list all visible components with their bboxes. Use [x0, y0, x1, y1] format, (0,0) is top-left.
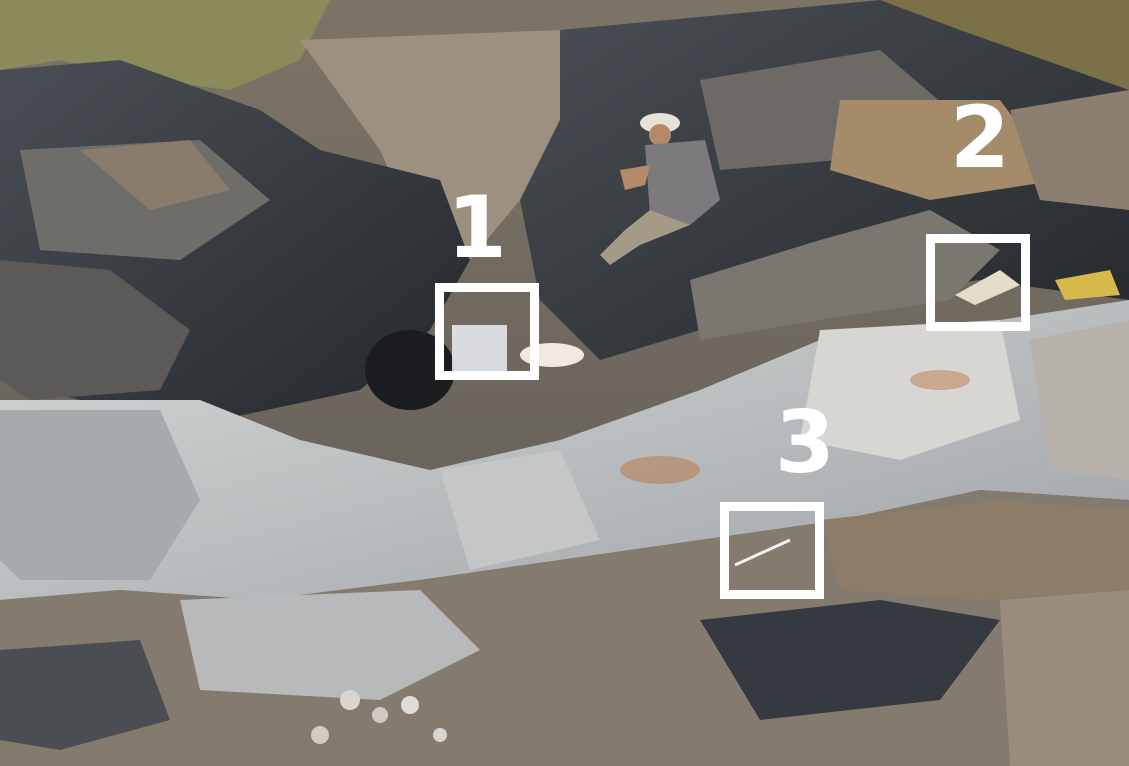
rock-block [80, 140, 230, 210]
pebble [401, 696, 419, 714]
vegetation [0, 0, 330, 90]
rock-block [820, 500, 1129, 600]
pebble [433, 728, 447, 742]
gear-item [955, 270, 1020, 305]
rock-block [690, 210, 1000, 340]
lichen [620, 456, 700, 484]
vegetation-right [880, 0, 1129, 90]
dark-rock-lower [700, 600, 1000, 720]
marker-label-2: 2 [950, 88, 1010, 188]
boulder [1000, 590, 1129, 766]
rock-block [800, 320, 1020, 460]
person-torso [645, 140, 720, 225]
rock-block [440, 450, 600, 570]
rock-block [830, 100, 1060, 200]
sample-bag [452, 325, 507, 375]
gear-item [1055, 270, 1120, 300]
scale-pen [734, 538, 791, 567]
rock-block [0, 640, 170, 750]
person-hands [620, 165, 650, 190]
rock-block [700, 50, 950, 170]
marker-box-1 [435, 283, 539, 380]
gully-soil [300, 30, 560, 260]
rock-block [0, 410, 200, 580]
rock-block [1010, 90, 1129, 210]
person-hat [640, 113, 680, 133]
marker-box-3 [720, 502, 824, 599]
rock-block [0, 260, 190, 400]
person-head [649, 124, 671, 146]
backpack [365, 330, 455, 410]
lichen [910, 370, 970, 390]
person-legs [600, 210, 690, 265]
pebble [372, 707, 388, 723]
rock-block [1030, 320, 1129, 480]
pebble [340, 690, 360, 710]
marker-label-3: 3 [775, 393, 835, 493]
pebble [311, 726, 329, 744]
marker-box-2 [926, 234, 1030, 331]
rock-block [180, 590, 480, 700]
marker-label-1: 1 [447, 178, 507, 278]
